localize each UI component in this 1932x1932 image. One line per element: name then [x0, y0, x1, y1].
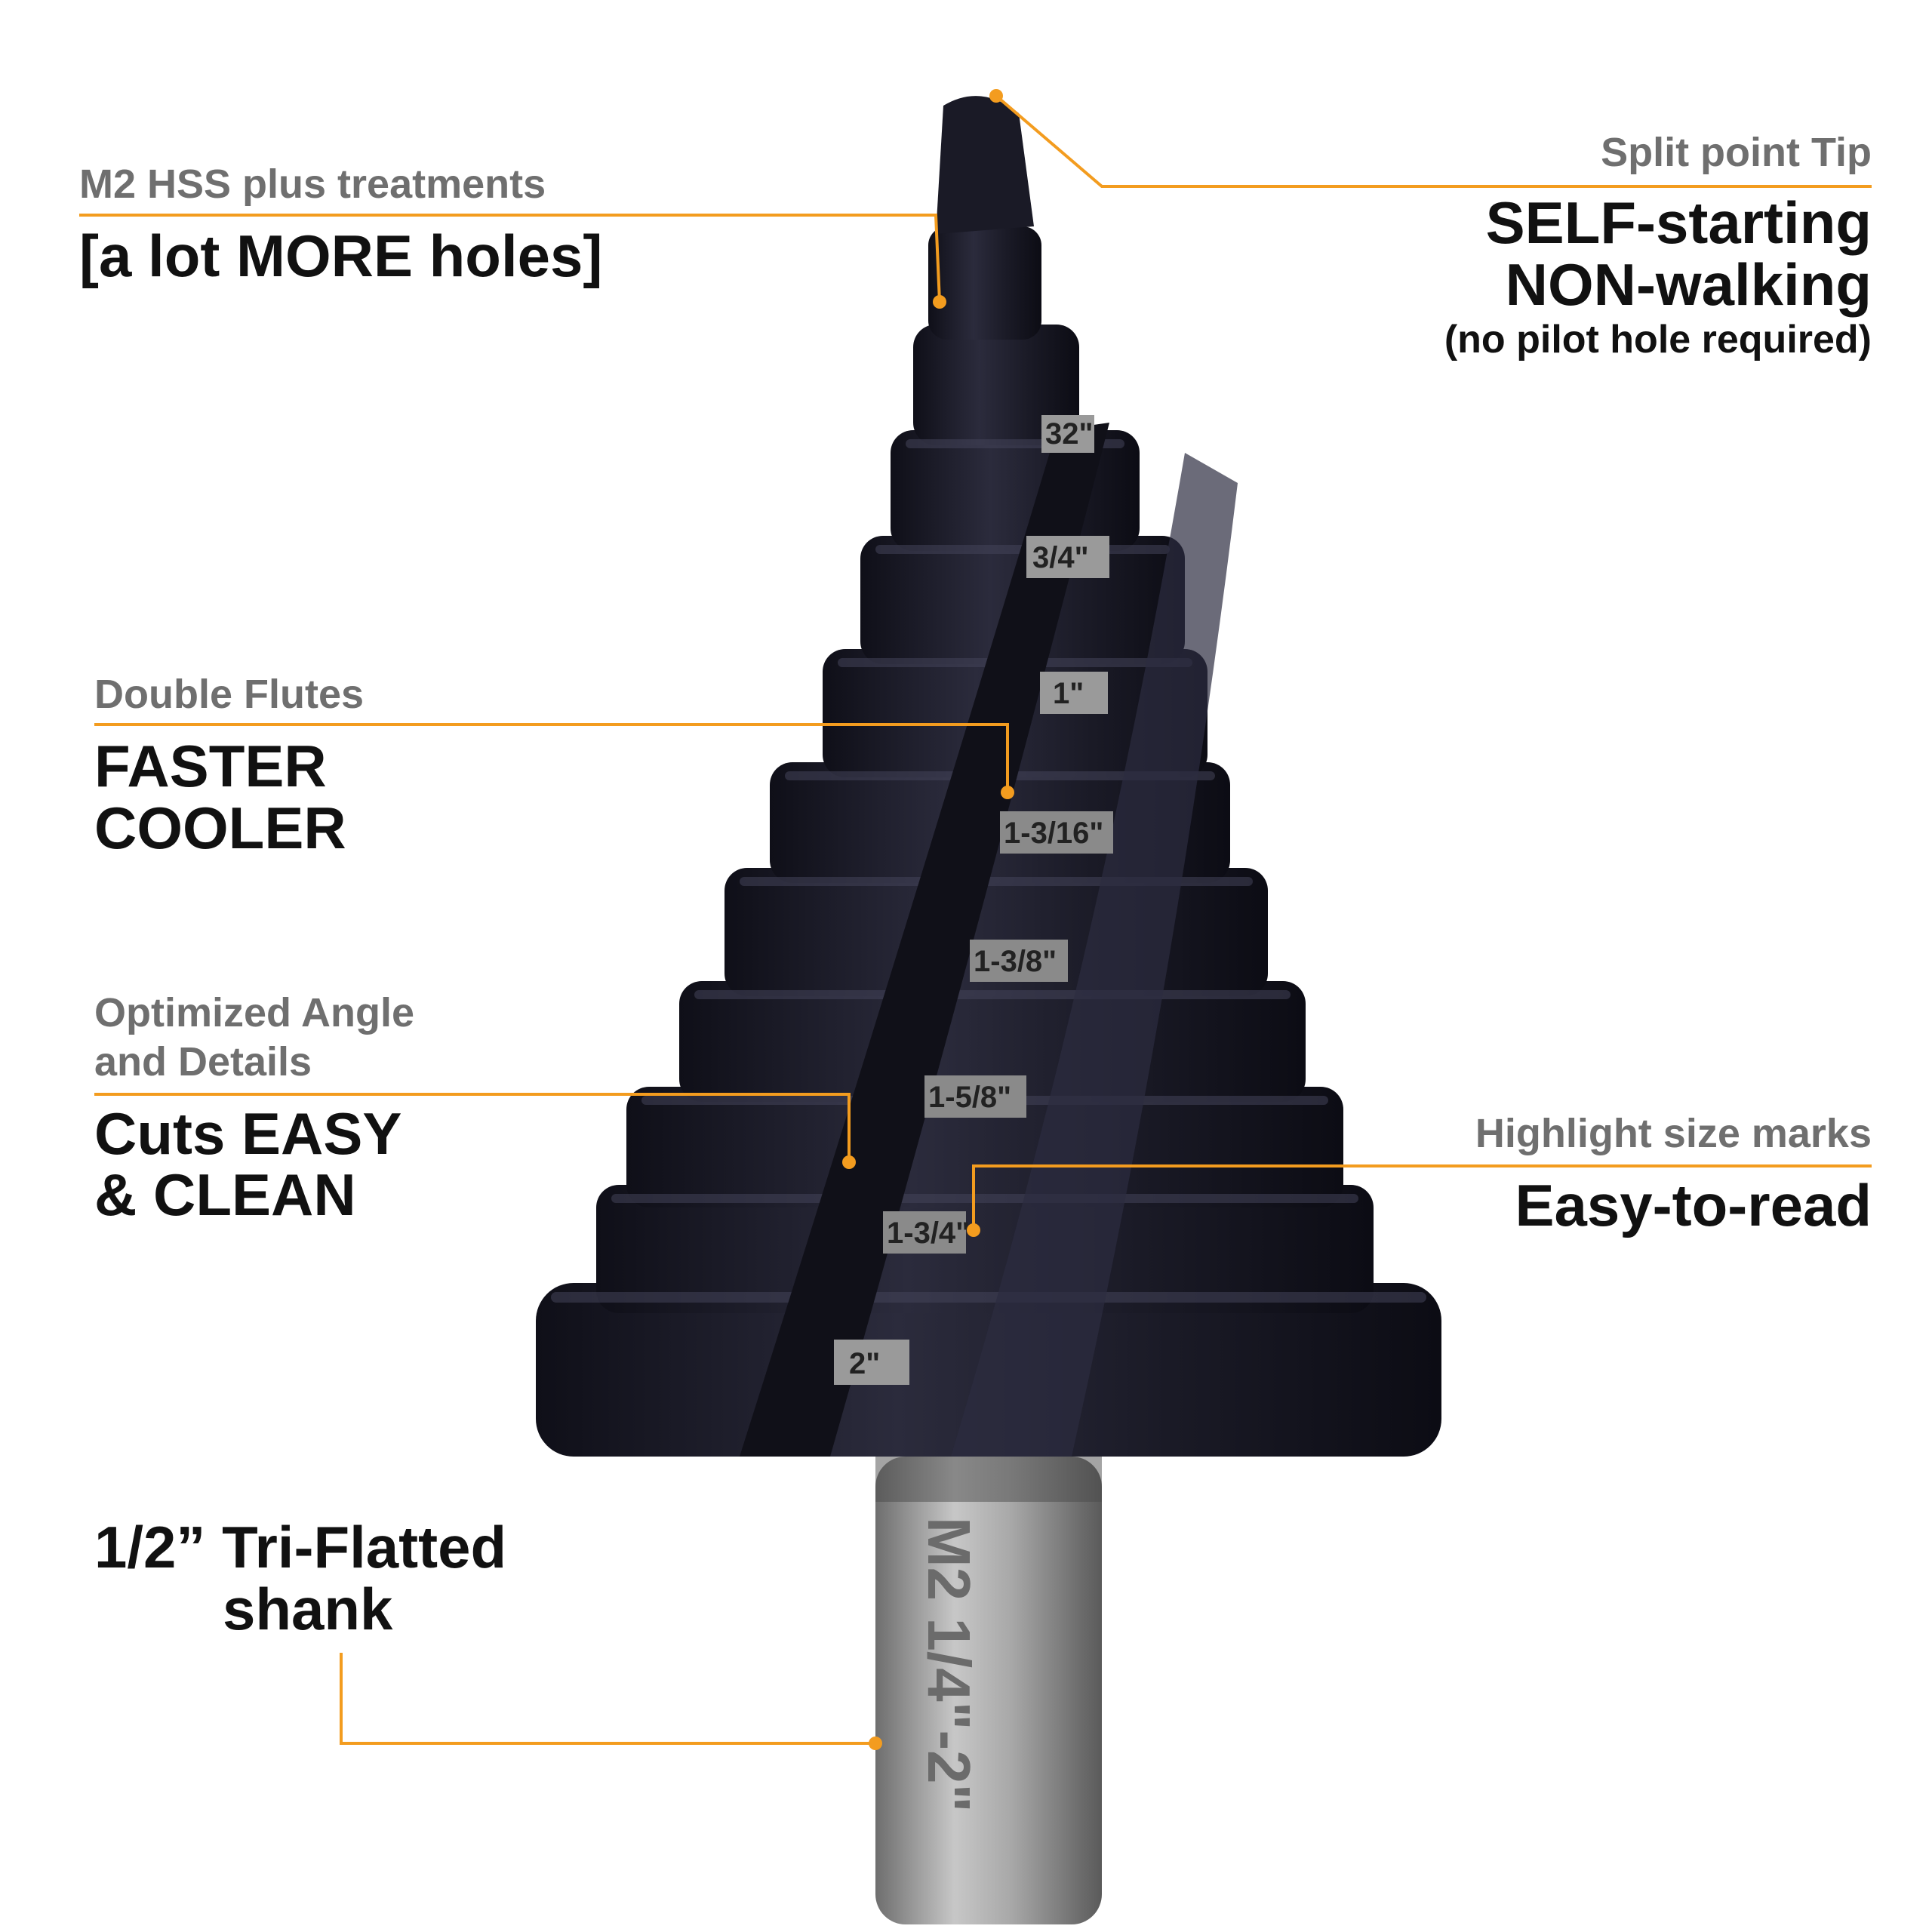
callout-headline-2: COOLER — [94, 794, 346, 861]
shank-engraving-text: M2 1/4"-2" — [915, 1517, 983, 1813]
callout-headline-1: Cuts EASY — [94, 1100, 402, 1167]
size-mark: 1" — [1053, 677, 1084, 710]
callout-subtitle-1: Optimized Angle — [94, 990, 415, 1035]
callout-headline-1: SELF-starting — [1485, 189, 1872, 256]
callout-headline: Easy-to-read — [1515, 1171, 1872, 1238]
callout-m2-hss: M2 HSS plus treatments [a lot MORE holes… — [79, 160, 758, 288]
callout-size-marks: Highlight size marks Easy-to-read — [1192, 1109, 1872, 1237]
size-mark: 1-3/16" — [1004, 817, 1103, 850]
size-mark: 2" — [849, 1347, 880, 1380]
callout-note: (no pilot hole required) — [1444, 317, 1872, 361]
callout-headline-2: & CLEAN — [94, 1161, 356, 1229]
callout-headline-1: FASTER — [94, 732, 327, 799]
callout-headline-2: NON-walking — [1505, 251, 1872, 318]
callout-subtitle: Split point Tip — [1601, 130, 1872, 175]
callout-optimized-angle: Optimized Angle and Details Cuts EASY & … — [94, 989, 698, 1226]
callout-double-flutes: Double Flutes FASTER COOLER — [94, 670, 698, 860]
stepped-cone — [536, 96, 1441, 1457]
callout-shank: 1/2” Tri-Flatted shank — [94, 1514, 698, 1642]
size-mark: 32" — [1045, 417, 1093, 451]
callout-headline-1: 1/2” Tri-Flatted — [94, 1514, 507, 1580]
shank: M2 1/4"-2" — [875, 1457, 1102, 1924]
size-mark: 1-3/8" — [974, 945, 1057, 978]
size-mark: 1-3/4" — [887, 1217, 970, 1250]
callout-subtitle: Highlight size marks — [1475, 1111, 1872, 1156]
size-marks: 32" 3/4" 1" 1-3/16" 1-3/8" 1-5/8" 1-3/4"… — [834, 415, 1113, 1385]
callout-split-point-tip: Split point Tip SELF-starting NON-walkin… — [1117, 128, 1872, 363]
size-mark: 1-5/8" — [928, 1081, 1011, 1114]
leader-dots — [842, 89, 1014, 1750]
callout-subtitle: Double Flutes — [94, 672, 365, 717]
callout-headline: [a lot MORE holes] — [79, 222, 603, 289]
callout-subtitle-2: and Details — [94, 1038, 312, 1084]
leader-lines — [79, 94, 1872, 1745]
callout-headline-2: shank — [223, 1575, 393, 1642]
size-mark: 3/4" — [1032, 541, 1089, 574]
callout-subtitle: M2 HSS plus treatments — [79, 162, 546, 207]
